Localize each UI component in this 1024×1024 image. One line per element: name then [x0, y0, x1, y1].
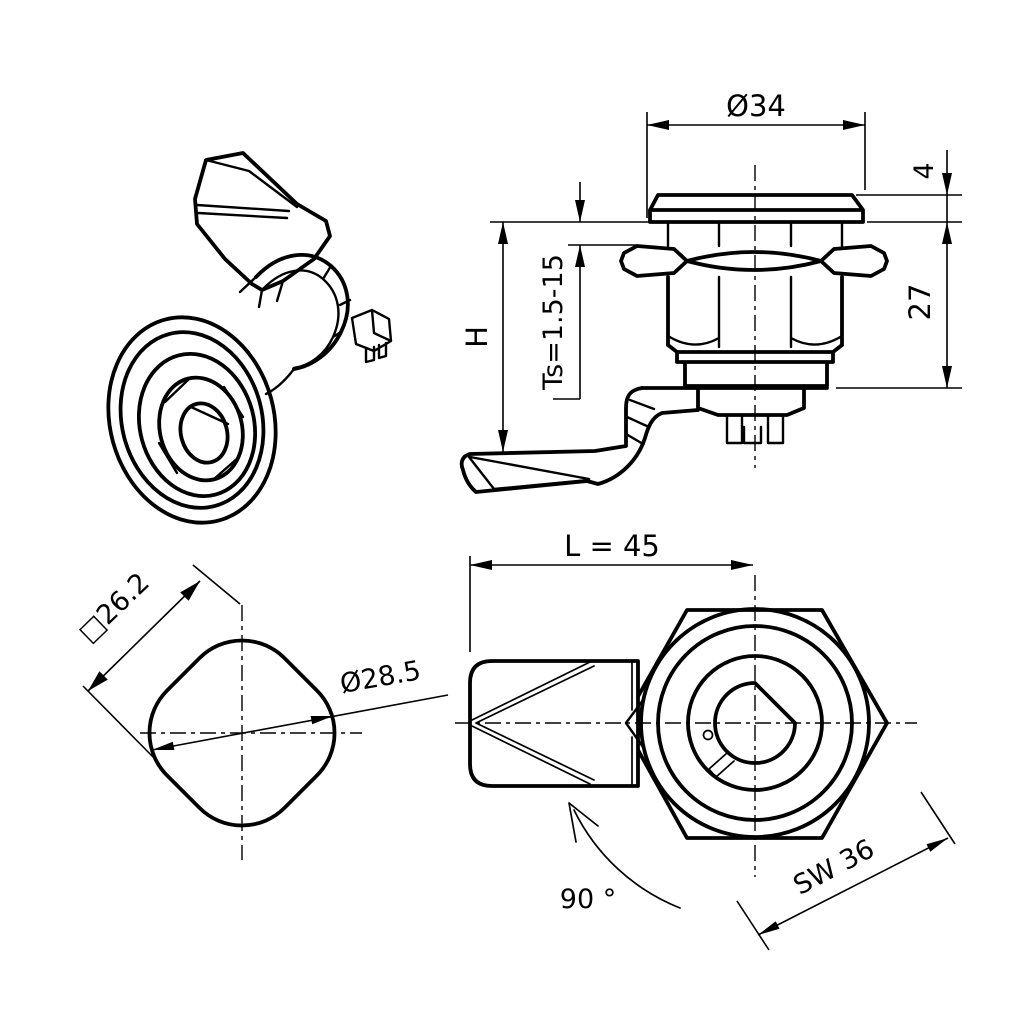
iso-flange-ring-1	[106, 315, 278, 525]
angle-90-label: 90 °	[560, 884, 616, 915]
dim-dia285: Ø28.5	[151, 655, 449, 751]
iso-keyway-chord	[189, 405, 230, 426]
grip-Ts-label: Ts=1.5-15	[538, 254, 569, 391]
rotation-arc	[573, 809, 681, 909]
dim-height-H: H	[460, 221, 650, 452]
side-nut-face	[685, 250, 823, 272]
iso-nut-outer	[254, 252, 350, 371]
dia285-label: Ø28.5	[338, 655, 424, 700]
iso-wing-details	[195, 158, 299, 309]
dim-length-L45: L = 45	[469, 529, 753, 652]
length-L45-label: L = 45	[564, 529, 660, 563]
side-hex-body	[666, 275, 844, 354]
side-cam-plate	[640, 386, 829, 417]
wrench-SW36-label: SW 36	[788, 833, 879, 901]
side-cam-lever	[459, 386, 700, 494]
front-pin-hole	[702, 729, 714, 741]
side-hex-body-edges	[666, 275, 844, 349]
front-stop-slot	[708, 752, 735, 778]
dim-wrench-SW36: SW 36	[736, 791, 956, 951]
section-square-body	[147, 638, 337, 828]
height-H-label: H	[460, 326, 494, 348]
side-flange-cap	[648, 193, 865, 224]
side-nut-left-corner	[619, 244, 689, 278]
side-view: Ø34 4 27 H Ts=1.5-15	[459, 89, 962, 494]
rotation-90deg: 90 °	[560, 802, 681, 915]
front-keyway	[713, 681, 797, 765]
dim-grip-Ts: Ts=1.5-15	[538, 182, 637, 400]
section-centerlines	[140, 605, 362, 860]
iso-shaft-stub	[350, 308, 393, 364]
iso-keyway	[178, 401, 230, 465]
front-cam-folds	[471, 661, 633, 785]
section-view: □26.2 Ø28.5	[73, 564, 449, 860]
front-centerlines	[455, 575, 917, 877]
side-neck	[666, 220, 844, 248]
side-cam-lever-details	[467, 398, 656, 491]
dim-flange-4: 4 27	[836, 150, 962, 389]
flange-4-label: 4	[909, 162, 940, 179]
side-step-ring	[675, 350, 835, 388]
side-nut-right-corner	[819, 244, 889, 278]
iso-nut-inner	[261, 264, 352, 370]
side-studs	[725, 413, 785, 445]
iso-flange-ring-2	[118, 330, 266, 510]
dia34-label: Ø34	[726, 89, 786, 123]
iso-face-ring	[157, 375, 245, 483]
iso-face-facets	[157, 378, 245, 481]
isometric-view	[106, 151, 393, 525]
front-view: L = 45 SW 36 90 °	[455, 529, 956, 951]
rotation-arrowhead	[568, 802, 599, 843]
body-27-label: 27	[903, 284, 937, 321]
iso-flange-ring-3	[136, 352, 258, 498]
dim-dia34: Ø34	[646, 89, 866, 218]
